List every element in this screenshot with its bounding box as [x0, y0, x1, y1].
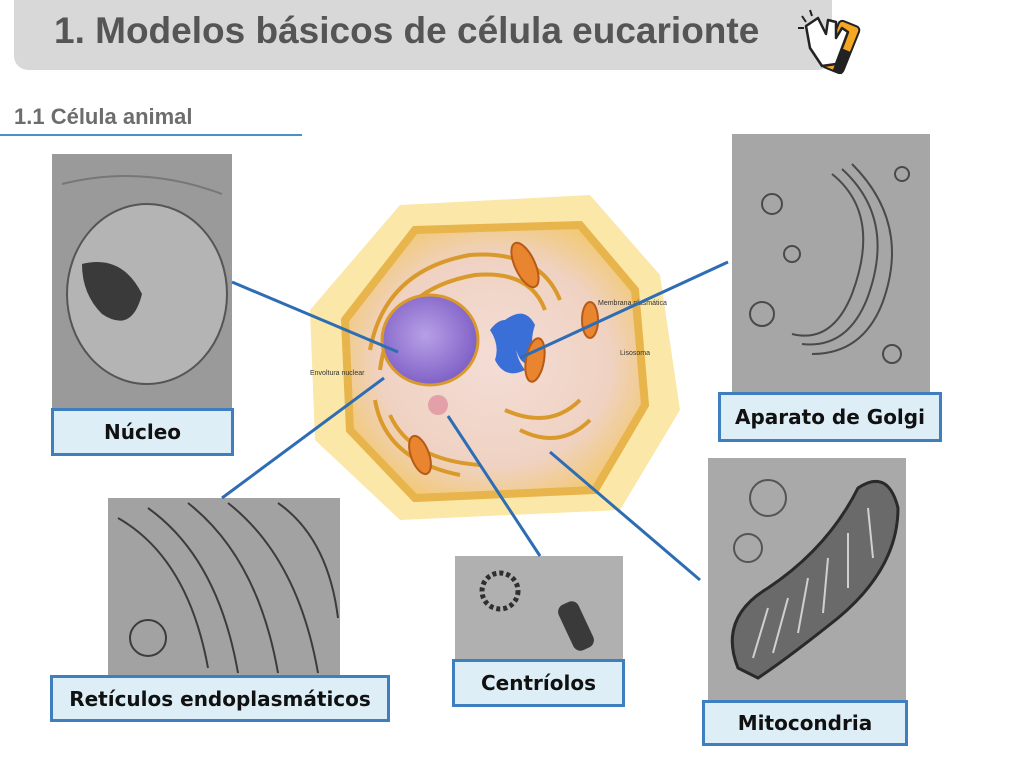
pointing-hand-icon [798, 9, 861, 75]
lisosoma-label: Lisosoma [620, 350, 650, 357]
section-subtitle: 1.1 Célula animal [14, 104, 193, 129]
label-reticulos: Retículos endoplasmáticos [50, 675, 390, 722]
nucleo-micrograph [52, 154, 232, 410]
page-title: 1. Modelos básicos de célula eucarionte [54, 10, 760, 51]
reticulos-micrograph [108, 498, 340, 678]
label-golgi: Aparato de Golgi [718, 392, 942, 442]
centriolos-micrograph [455, 556, 623, 662]
nucleus-shape [380, 293, 480, 387]
label-centriolos: Centríolos [452, 659, 625, 707]
envoltura-label: Envoltura nuclear [310, 370, 365, 377]
animal-cell-diagram: Membrana plasmática Lisosoma Envoltura n… [310, 195, 680, 520]
centriole-shape [428, 395, 448, 415]
label-mitocondria: Mitocondria [702, 700, 908, 746]
golgi-micrograph [732, 134, 930, 392]
title-bar: 1. Modelos básicos de célula eucarionte [14, 0, 832, 70]
label-nucleo: Núcleo [51, 408, 234, 456]
membrana-label: Membrana plasmática [598, 300, 667, 307]
subtitle-underline [0, 134, 302, 136]
mitocondria-micrograph [708, 458, 906, 700]
